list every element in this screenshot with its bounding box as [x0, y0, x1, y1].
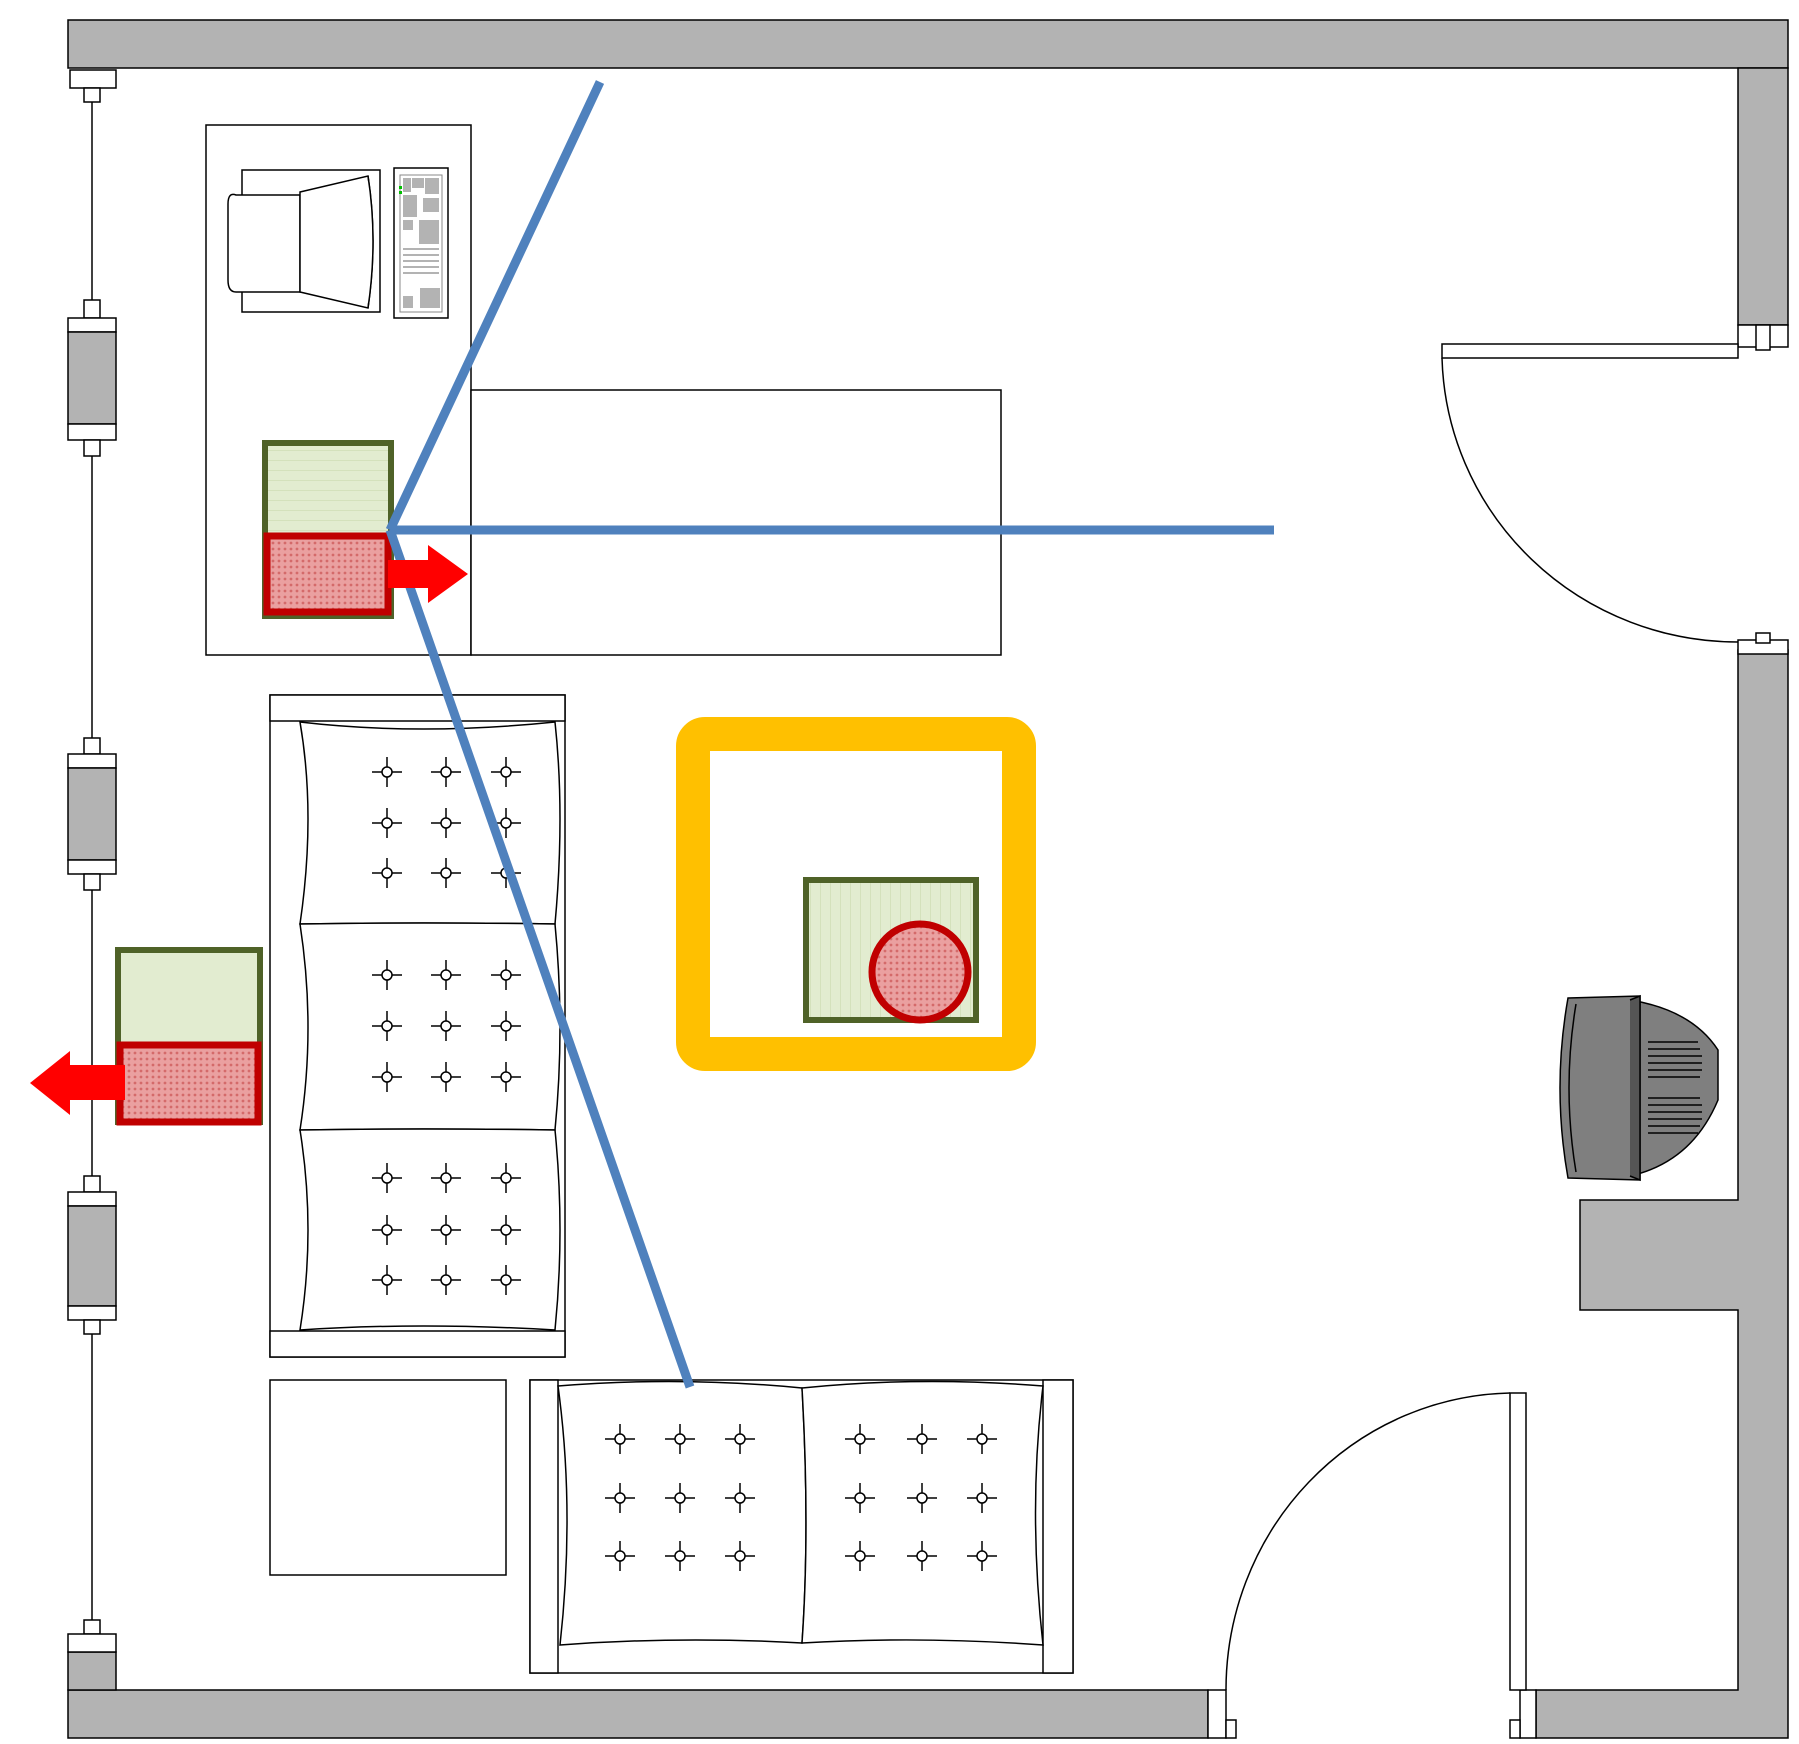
signal-zone-window	[116, 1041, 262, 1126]
sofa-two-seat[interactable]	[529, 1379, 1074, 1674]
side-table[interactable]	[269, 1379, 507, 1576]
computer-tower[interactable]	[393, 167, 449, 319]
device-window[interactable]	[115, 947, 263, 1126]
arrow-left-icon	[30, 1051, 125, 1115]
device-center[interactable]	[803, 877, 979, 1024]
signal-dot	[868, 920, 972, 1024]
bed[interactable]	[470, 389, 1002, 656]
door-right-upper[interactable]	[1441, 343, 1739, 643]
television[interactable]	[1559, 994, 1719, 1182]
room-walls	[67, 19, 1789, 1739]
office-chair[interactable]	[227, 169, 381, 313]
left-window	[67, 69, 117, 1653]
door-bottom[interactable]	[1225, 1392, 1527, 1691]
sight-lines	[385, 80, 1274, 1389]
arrow-right-icon	[388, 545, 468, 603]
signal-zone-desk	[263, 532, 392, 616]
device-desk[interactable]	[262, 440, 394, 619]
door-jambs	[1207, 324, 1789, 1739]
focus-frame	[676, 717, 1036, 1071]
